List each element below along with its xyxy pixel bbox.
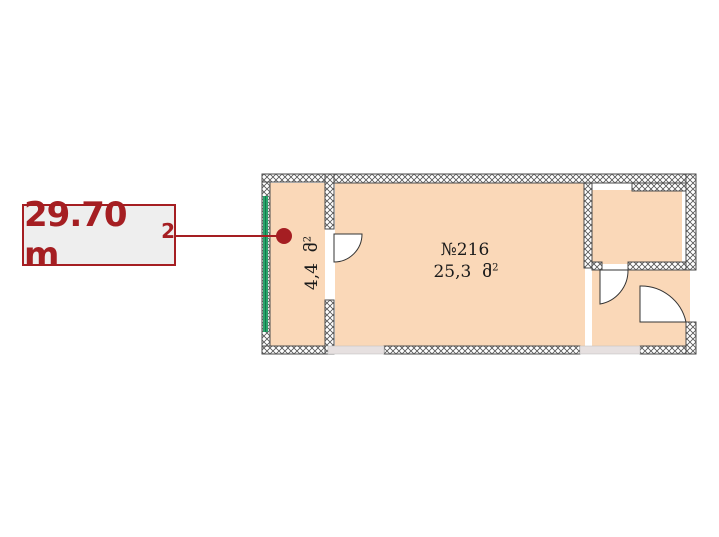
area-badge: 29.70 m 2: [22, 195, 176, 275]
area-badge-value: 29.70 m: [24, 195, 128, 275]
room-area: 25,3 მ2: [418, 262, 514, 282]
balcony-area-exponent: 2: [302, 235, 314, 243]
balcony-area-unit: მ: [302, 242, 322, 253]
bottom-opening-right: [579, 345, 641, 355]
bathroom-floor: [592, 190, 682, 264]
bathroom-door: [599, 269, 629, 305]
bottom-opening-left: [327, 345, 385, 355]
room-area-unit: მ: [482, 262, 493, 282]
main-room-floor: [335, 183, 585, 346]
balcony-floor: [270, 183, 325, 346]
balcony-door: [333, 233, 363, 263]
area-badge-exponent: 2: [161, 219, 175, 243]
leader-dot: [276, 228, 292, 244]
room-area-value: 25,3: [433, 262, 472, 282]
balcony-area-value: 4,4: [302, 263, 322, 291]
entrance-door: [639, 285, 687, 323]
room-number: №216: [440, 240, 490, 260]
leader-line: [176, 235, 282, 237]
balcony-area: 4,4 მ2: [302, 233, 322, 293]
room-area-exponent: 2: [492, 262, 499, 274]
